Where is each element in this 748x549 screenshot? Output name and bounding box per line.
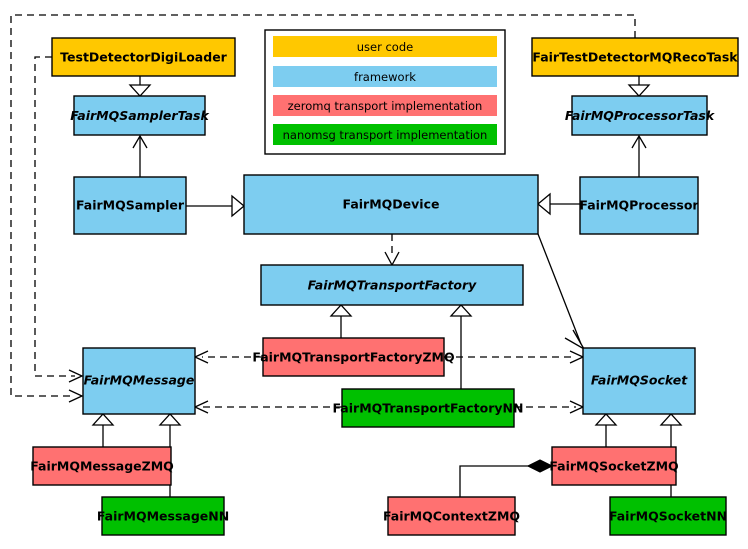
node-fairmq-processor[interactable]: FairMQProcessor (579, 176, 699, 235)
node-box[interactable] (51, 37, 236, 77)
legend-panel: user code framework zeromq transport imp… (264, 29, 506, 155)
edge-transportfactorynn-to-message (193, 400, 342, 414)
legend-item-framework: framework (273, 66, 497, 87)
node-box[interactable] (262, 337, 445, 377)
node-box[interactable] (82, 347, 196, 415)
node-fairmq-device[interactable]: FairMQDevice (243, 174, 539, 235)
edge-transportfactorynn-to-socket (514, 400, 585, 414)
node-fairmq-message[interactable]: FairMQMessage (82, 347, 196, 415)
node-box[interactable] (579, 176, 699, 235)
edge-recotask-to-processortask (627, 76, 651, 97)
node-box[interactable] (32, 446, 172, 486)
node-fairmq-context-zmq[interactable]: FairMQContextZMQ (383, 496, 520, 536)
node-fairmq-sampler[interactable]: FairMQSampler (73, 176, 187, 235)
edge-digiloader-to-message (34, 56, 84, 383)
node-fairmq-processor-task[interactable]: FairMQProcessorTask (565, 95, 715, 136)
edge-socketzmq-to-socket (594, 413, 618, 447)
edge-device-to-socket (537, 233, 586, 351)
node-box[interactable] (341, 388, 515, 428)
legend-swatch-framework (273, 66, 497, 87)
legend-swatch-zeromq (273, 95, 497, 116)
edge-digiloader-to-samplertask (128, 76, 152, 97)
node-fairmq-socket-nn[interactable]: FairMQSocketNN (609, 496, 727, 536)
node-box[interactable] (531, 37, 739, 77)
node-box[interactable] (260, 264, 524, 306)
node-fairmq-socket-zmq[interactable]: FairMQSocketZMQ (549, 446, 679, 486)
node-fairmq-transport-factory-zmq[interactable]: FairMQTransportFactoryZMQ (252, 337, 455, 377)
node-fairmq-message-zmq[interactable]: FairMQMessageZMQ (30, 446, 174, 486)
edge-processor-to-device (536, 192, 580, 216)
edge-socketzmq-to-contextzmq (459, 459, 554, 497)
edge-processor-to-processortask (631, 134, 647, 177)
edge-transportfactorynn-to-transportfactory (449, 304, 473, 389)
legend-swatch-nanomsg (273, 124, 497, 145)
edge-recotask-to-message (10, 14, 636, 403)
legend-item-zeromq: zeromq transport implementation (273, 95, 497, 116)
node-box[interactable] (387, 496, 516, 536)
node-fairmq-message-nn[interactable]: FairMQMessageNN (97, 496, 229, 536)
edge-messagezmq-to-message (91, 413, 115, 447)
edge-transportfactoryzmq-to-message (193, 350, 263, 364)
node-box[interactable] (73, 95, 206, 136)
node-box[interactable] (582, 347, 696, 415)
node-fairmq-transport-factory[interactable]: FairMQTransportFactory (260, 264, 524, 306)
node-fairmq-transport-factory-nn[interactable]: FairMQTransportFactoryNN (333, 388, 524, 428)
node-box[interactable] (609, 496, 727, 536)
node-box[interactable] (101, 496, 225, 536)
node-fairmq-socket[interactable]: FairMQSocket (582, 347, 696, 415)
node-test-detector-digi-loader[interactable]: TestDetectorDigiLoader (51, 37, 236, 77)
node-fairmq-sampler-task[interactable]: FairMQSamplerTask (70, 95, 209, 136)
edge-sampler-to-device (186, 194, 246, 218)
legend-item-nanomsg: nanomsg transport implementation (273, 124, 497, 145)
edge-sampler-to-samplertask (132, 134, 148, 177)
legend-swatch-user-code (273, 36, 497, 57)
node-box[interactable] (551, 446, 677, 486)
node-box[interactable] (243, 174, 539, 235)
node-box[interactable] (571, 95, 708, 136)
legend-item-user-code: user code (273, 36, 497, 57)
edge-transportfactoryzmq-to-transportfactory (329, 304, 353, 338)
node-fair-test-detector-mq-reco-task[interactable]: FairTestDetectorMQRecoTask (531, 37, 739, 77)
node-box[interactable] (73, 176, 187, 235)
edge-device-to-transportfactory (384, 234, 400, 267)
edge-transportfactoryzmq-to-socket (444, 350, 585, 364)
